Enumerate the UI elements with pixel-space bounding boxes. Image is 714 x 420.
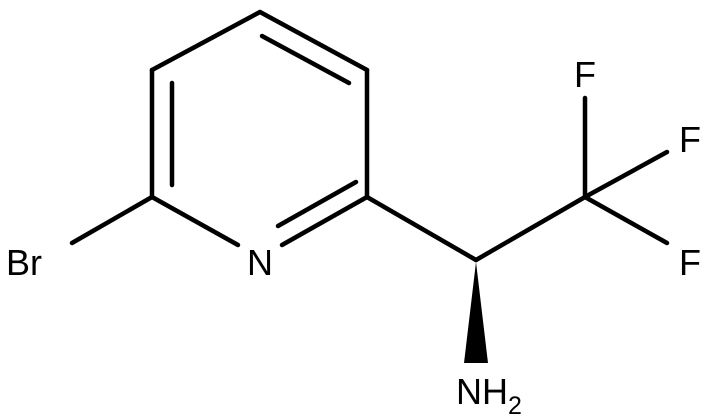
bond-c4-c3 <box>257 9 370 73</box>
bond-cf3-f-right <box>582 149 670 200</box>
atom-label-f-top: F <box>574 54 596 95</box>
bond-c6-br <box>69 194 155 246</box>
bond-calpha-cf3 <box>473 194 588 263</box>
atom-label-f-right: F <box>679 119 701 160</box>
bond-c5-c4 <box>149 9 263 73</box>
atom-label-nh2: NH2 <box>456 371 522 420</box>
nh-text: NH <box>456 371 508 412</box>
bond-c4-c3-inner <box>259 33 352 86</box>
bond-n-c2-inner <box>275 179 359 229</box>
wedge-bond-calpha-nh2 <box>464 262 488 363</box>
atom-label-f-lower: F <box>679 242 701 283</box>
atom-label-br: Br <box>6 242 42 283</box>
bond-n-c2 <box>279 194 370 248</box>
atom-label-n: N <box>247 242 273 283</box>
bond-c2-calpha <box>364 194 479 263</box>
bond-cf3-f-lower <box>582 194 670 246</box>
nh2-subscript: 2 <box>508 392 522 420</box>
bond-c6-n <box>149 194 241 248</box>
